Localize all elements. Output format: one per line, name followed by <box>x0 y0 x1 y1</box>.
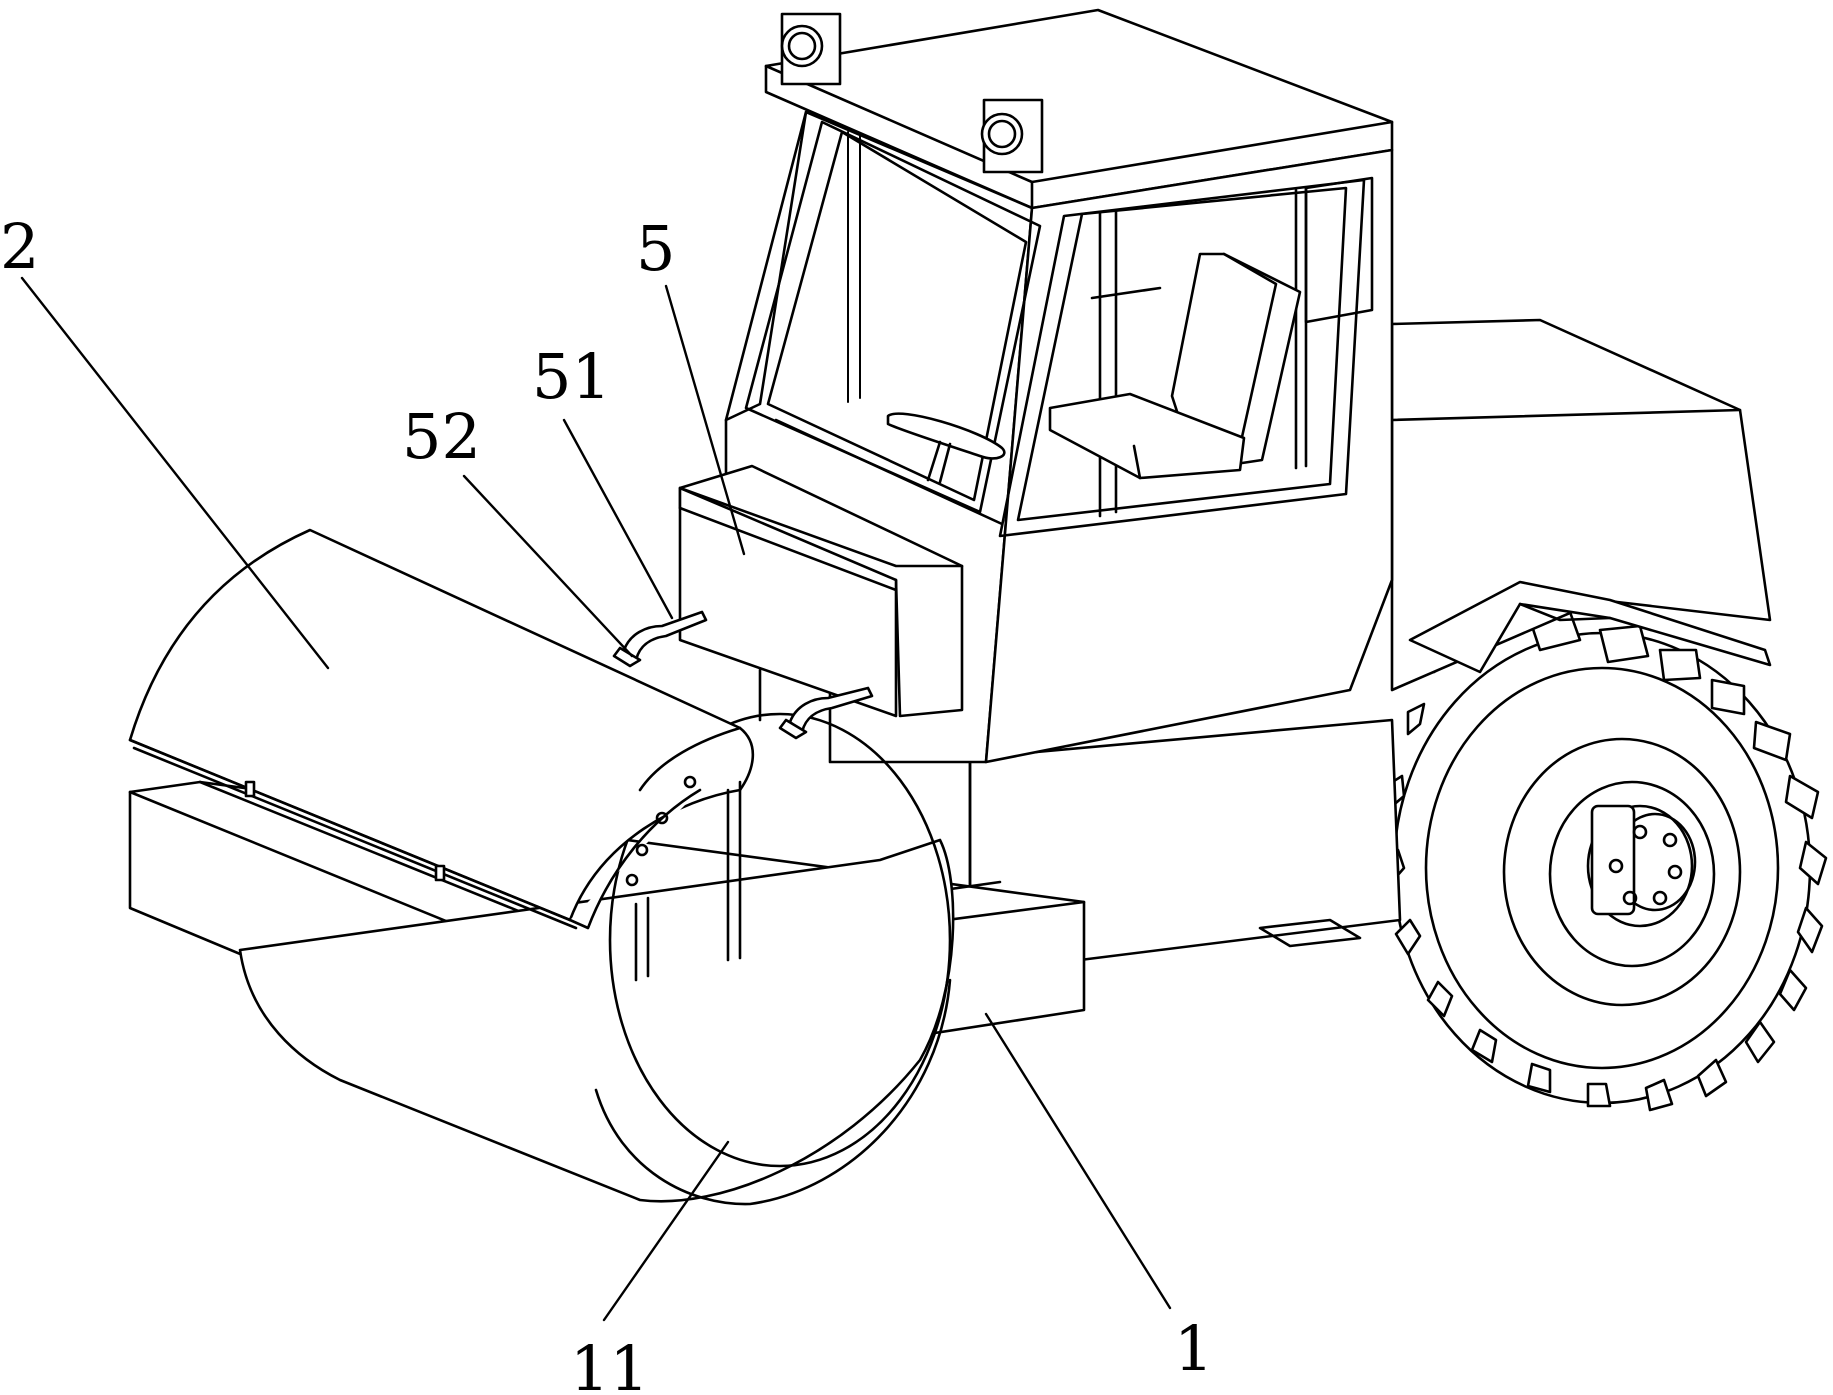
callout-1: 1 <box>1174 1312 1213 1385</box>
callout-11: 11 <box>570 1332 649 1395</box>
spray-pipe-right <box>778 686 874 740</box>
roof-light-right <box>980 98 1044 174</box>
roof-light-left <box>780 12 842 86</box>
leader-52 <box>462 474 634 658</box>
reference-numerals: 2 5 51 52 11 1 <box>0 210 1213 1395</box>
operator-seat <box>1048 252 1302 480</box>
front-drum <box>238 712 955 1206</box>
callout-52: 52 <box>402 400 481 473</box>
callout-5: 5 <box>636 212 675 285</box>
rear-wheel <box>1380 600 1828 1112</box>
steering-wheel <box>886 412 1006 484</box>
callout-2: 2 <box>0 210 39 283</box>
drum-cover <box>128 528 755 982</box>
leader-11 <box>602 1140 730 1322</box>
leader-1 <box>984 1012 1172 1310</box>
callout-51: 51 <box>532 340 611 413</box>
leader-lines <box>20 276 1172 1322</box>
cab <box>678 8 1394 764</box>
leader-51 <box>562 418 674 620</box>
control-box <box>678 464 964 718</box>
spray-pipe-left <box>612 610 708 668</box>
engine-hood <box>1390 318 1772 692</box>
leader-5 <box>664 284 746 556</box>
leader-2 <box>20 276 330 670</box>
wheel-hub <box>1586 804 1697 928</box>
